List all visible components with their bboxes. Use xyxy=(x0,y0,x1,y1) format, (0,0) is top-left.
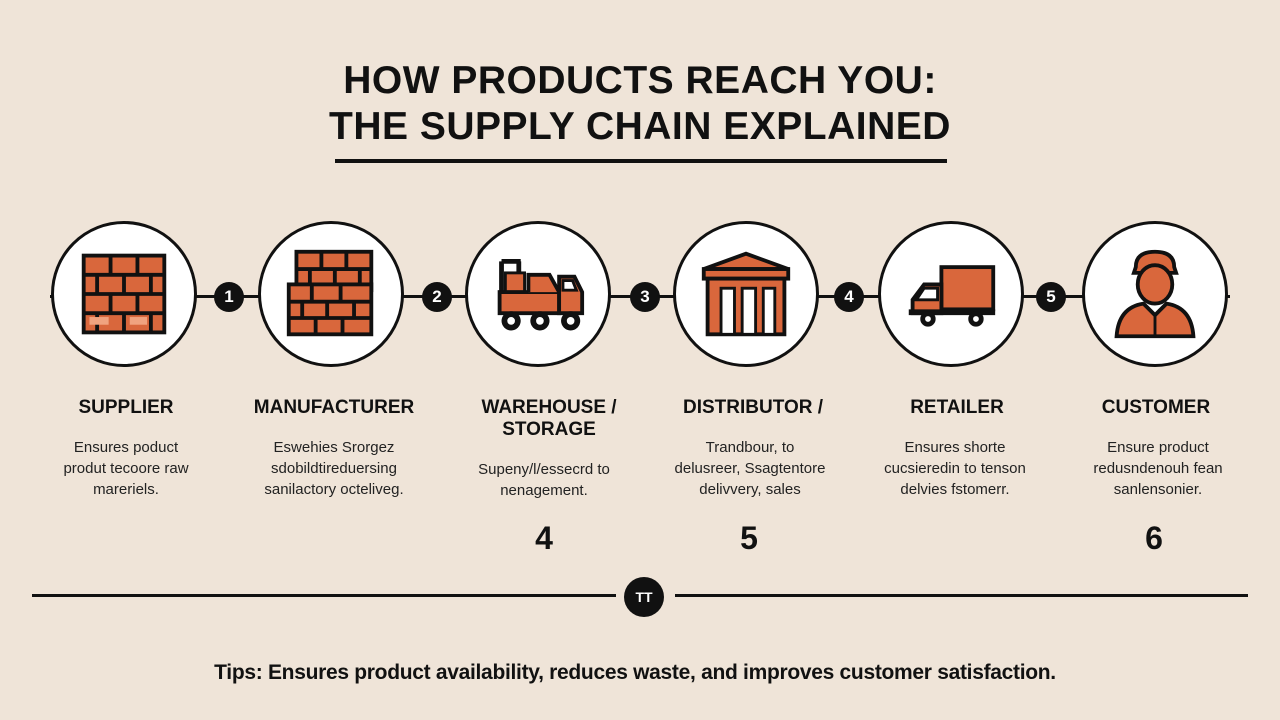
step-badge-1: 1 xyxy=(214,282,244,312)
desc-line: Ensure product xyxy=(1107,439,1209,456)
stage-desc-manufacturer: Eswehies Srorgez sdobildtireduersing san… xyxy=(234,437,434,500)
stage-label-customer: CUSTOMER xyxy=(1101,397,1211,418)
desc-line: mareriels. xyxy=(93,481,159,498)
desc-line: Eswehies Srorgez xyxy=(273,439,395,456)
stage-desc-warehouse: Supeny/l/essecrd to nenagement. xyxy=(444,459,644,501)
step-badge-3: 3 xyxy=(630,282,660,312)
stage-circle-warehouse xyxy=(465,221,611,367)
stage-desc-retailer: Ensures shorte cucsieredin to tenson del… xyxy=(855,437,1055,500)
stage-circle-retailer xyxy=(878,221,1024,367)
title-line-1: HOW PRODUCTS REACH YOU: xyxy=(343,59,937,102)
title-underline xyxy=(335,159,947,163)
desc-line: delivvery, sales xyxy=(699,481,801,498)
tips-text: Tips: Ensures product availability, redu… xyxy=(214,661,1056,684)
stage-desc-customer: Ensure product redusndenouh fean sanlens… xyxy=(1058,437,1258,500)
desc-line: delusreer, Ssagtentore xyxy=(674,460,826,477)
stage-number-distributor: 5 xyxy=(740,520,758,556)
bottom-badge: TT xyxy=(624,577,664,617)
desc-line: redusndenouh fean xyxy=(1093,460,1223,477)
bottom-divider-left xyxy=(32,594,616,597)
desc-line: nenagement. xyxy=(500,482,588,499)
stage-circle-supplier xyxy=(51,221,197,367)
stage-label-distributor: DISTRIBUTOR / xyxy=(682,397,824,418)
stage-circle-manufacturer xyxy=(258,221,404,367)
stage-label-warehouse-line-2: STORAGE xyxy=(502,419,596,440)
desc-line: cucsieredin to tenson xyxy=(884,460,1026,477)
desc-line: Trandbour, to xyxy=(705,439,795,456)
desc-line: Ensures shorte xyxy=(904,439,1006,456)
desc-line: sanilactory octeliveg. xyxy=(264,481,404,498)
customer-icon xyxy=(1114,249,1196,339)
step-badge-2: 2 xyxy=(422,282,452,312)
desc-line: Supeny/l/essecrd to xyxy=(478,461,610,478)
stage-label-retailer: RETAILER xyxy=(910,397,1004,418)
forklift-icon xyxy=(497,258,585,331)
desc-line: produt tecoore raw xyxy=(63,460,189,477)
stage-desc-distributor: Trandbour, to delusreer, Ssagtentore del… xyxy=(650,437,850,500)
stage-number-customer: 6 xyxy=(1145,520,1163,556)
stacked-bricks-icon xyxy=(286,249,374,337)
stage-circle-distributor xyxy=(673,221,819,367)
stage-number-warehouse: 4 xyxy=(535,520,553,556)
stage-label-warehouse-line-1: WAREHOUSE / xyxy=(481,397,617,418)
page-title: HOW PRODUCTS REACH YOU: THE SUPPLY CHAIN… xyxy=(0,58,1280,150)
warehouse-icon xyxy=(701,251,791,337)
step-badge-5: 5 xyxy=(1036,282,1066,312)
delivery-truck-icon xyxy=(908,265,996,327)
title-line-2: THE SUPPLY CHAIN EXPLAINED xyxy=(329,105,951,148)
desc-line: delvies fstomerr. xyxy=(900,481,1010,498)
stage-label-supplier: SUPPLIER xyxy=(78,397,174,418)
brick-wall-icon xyxy=(81,253,167,335)
desc-line: Ensures poduct xyxy=(73,439,179,456)
stage-label-manufacturer: MANUFACTURER xyxy=(253,397,415,418)
stage-label-warehouse: WAREHOUSE / STORAGE xyxy=(449,397,649,441)
desc-line: sdobildtireduersing xyxy=(271,460,397,477)
step-badge-4: 4 xyxy=(834,282,864,312)
stage-desc-supplier: Ensures poduct produt tecoore raw mareri… xyxy=(26,437,226,500)
desc-line: sanlensonier. xyxy=(1113,481,1203,498)
stage-circle-customer xyxy=(1082,221,1228,367)
bottom-divider-right xyxy=(675,594,1248,597)
